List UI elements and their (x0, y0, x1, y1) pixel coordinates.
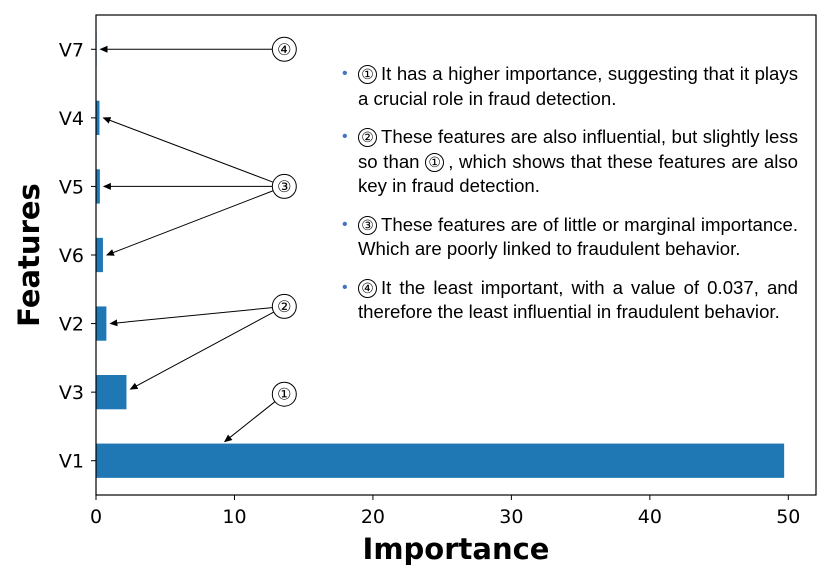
x-tick-label-30: 30 (499, 506, 523, 528)
note-1-text: It has a higher importance, suggesting t… (358, 63, 798, 109)
annotation-markers: ① ② ③ ④ (271, 36, 297, 407)
arrow-to-v4 (102, 117, 274, 183)
marker-circle-2 (271, 293, 297, 319)
marker-label-2: ② (277, 299, 291, 316)
y-tick-label-v6: V6 (59, 245, 84, 267)
y-tick-label-v4: V4 (59, 108, 84, 130)
note-1-marker: ① (358, 65, 377, 84)
bar-v2 (96, 306, 107, 341)
arrow-to-v2 (109, 307, 273, 327)
y-tick-label-v1: V1 (59, 451, 84, 473)
note-bullet: • (342, 65, 348, 82)
note-2-text-before: These features are also influential, but… (358, 126, 798, 172)
bar-v5 (96, 169, 100, 204)
marker-circle-3 (271, 173, 297, 199)
marker-circle-1 (271, 381, 297, 407)
note-4-text: It the least important, with a value of … (358, 276, 798, 323)
marker-label-1: ① (277, 387, 291, 404)
x-tick-label-50: 50 (776, 506, 800, 528)
x-tick-label-40: 40 (638, 506, 662, 528)
arrow-to-v1 (223, 401, 276, 443)
bar-v4 (96, 100, 100, 135)
note-2-text-after: , which shows that these features are al… (358, 150, 798, 197)
arrow-to-v3 (129, 311, 274, 390)
note-2-marker: ② (358, 128, 377, 147)
x-tick-label-0: 0 (90, 506, 102, 528)
note-bullet: • (342, 128, 348, 145)
x-tick-label-10: 10 (222, 506, 246, 528)
y-tick-label-v5: V5 (59, 176, 84, 198)
axis-ticks: V1 V3 V2 V6 V5 V4 V7 0 10 20 30 40 50 (59, 39, 800, 528)
annotation-arrows (99, 45, 276, 443)
marker-circle-4 (271, 36, 297, 62)
bar-v1 (96, 443, 785, 478)
bar-v6 (96, 237, 103, 273)
x-tick-label-20: 20 (361, 506, 385, 528)
note-bullet: • (342, 215, 348, 233)
y-tick-label-v2: V2 (59, 314, 84, 336)
arrow-to-v6 (105, 190, 274, 256)
marker-label-4: ④ (277, 42, 291, 59)
x-axis-title: Importance (363, 532, 550, 566)
y-tick-label-v3: V3 (59, 382, 84, 404)
y-tick-label-v7: V7 (59, 39, 84, 61)
note-2-inline-marker: ① (425, 152, 445, 172)
note-4-marker: ④ (358, 278, 377, 298)
y-axis-title: Features (12, 183, 46, 327)
bars-layer (96, 32, 785, 478)
note-3-marker: ③ (358, 215, 377, 235)
bar-v3 (96, 375, 127, 410)
note-bullet: • (342, 278, 348, 296)
note-3-text: These features are of little or marginal… (358, 213, 798, 260)
marker-label-3: ③ (277, 179, 291, 196)
